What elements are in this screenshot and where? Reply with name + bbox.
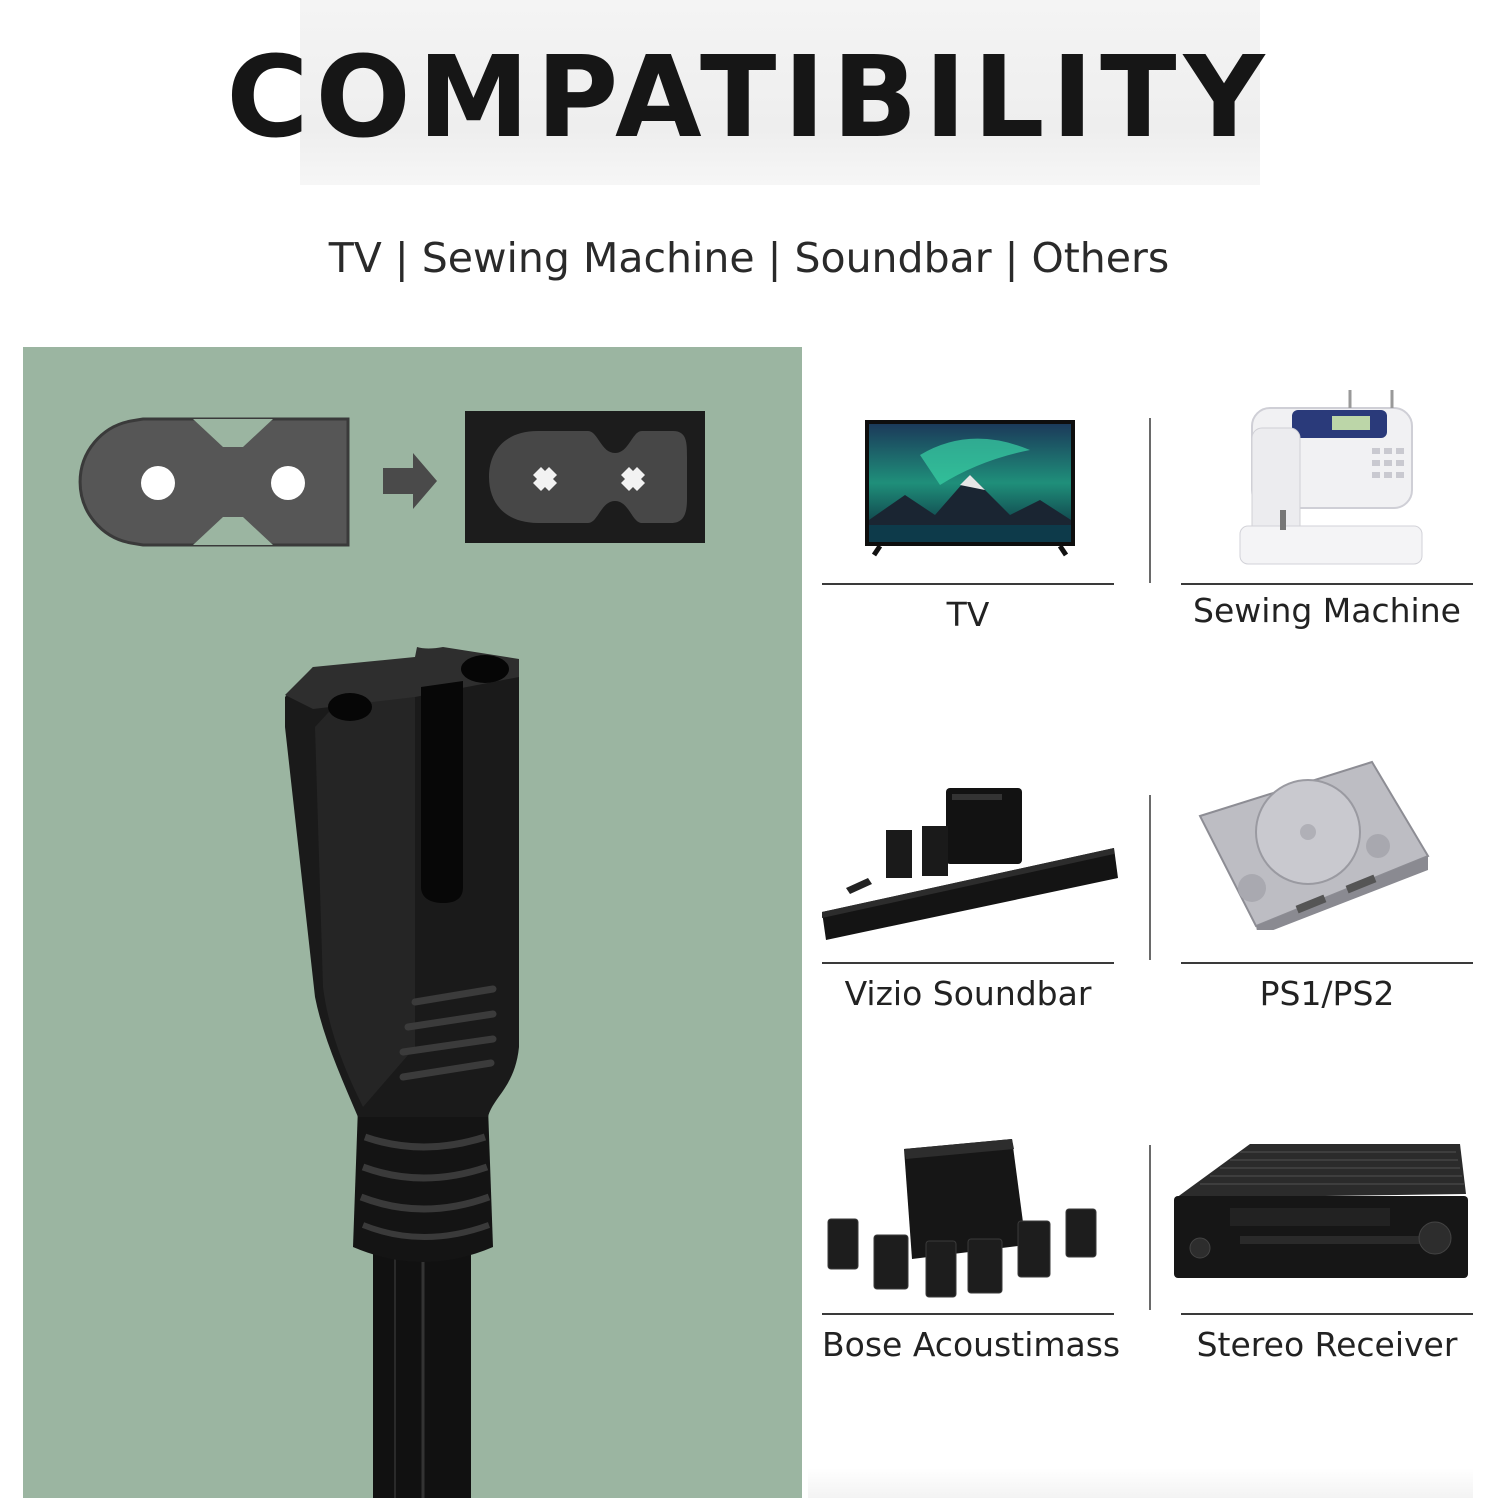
product-label-ps1-ps2: PS1/PS2 (1259, 974, 1395, 1013)
stereo-receiver-icon (1170, 1138, 1470, 1283)
product-label-sewing-machine: Sewing Machine (1193, 591, 1461, 630)
page-subtitle: TV | Sewing Machine | Soundbar | Others (328, 234, 1170, 282)
product-label-tv: TV (946, 595, 990, 634)
speaker-system-icon (822, 1135, 1102, 1305)
bose-separator (822, 1313, 1114, 1315)
sewing-machine-icon (1232, 388, 1428, 573)
console-separator (1181, 962, 1473, 964)
right-arrow-icon (383, 453, 437, 509)
figure-8-plug-face-icon (78, 417, 350, 547)
tv-separator (822, 583, 1114, 585)
connector-panel (23, 347, 802, 1498)
title-band (300, 0, 1260, 185)
receiver-separator (1181, 1313, 1473, 1315)
c7-power-plug-icon (285, 647, 519, 1498)
soundbar-separator (822, 962, 1114, 964)
product-label-vizio-soundbar: Vizio Soundbar (844, 974, 1092, 1013)
sewing-separator (1181, 583, 1473, 585)
bottom-fade (808, 1468, 1473, 1498)
soundbar-icon (818, 780, 1124, 945)
grid-divider (1149, 418, 1151, 583)
tv-icon (860, 415, 1080, 560)
product-label-stereo-receiver: Stereo Receiver (1196, 1325, 1458, 1364)
grid-divider (1149, 795, 1151, 960)
product-label-bose-acoustimass: Bose Acoustimass (822, 1325, 1121, 1364)
grid-divider (1149, 1145, 1151, 1310)
page-title: COMPATIBILITY (226, 33, 1272, 163)
figure-8-socket-face-icon (465, 411, 705, 543)
game-console-icon (1196, 760, 1432, 930)
